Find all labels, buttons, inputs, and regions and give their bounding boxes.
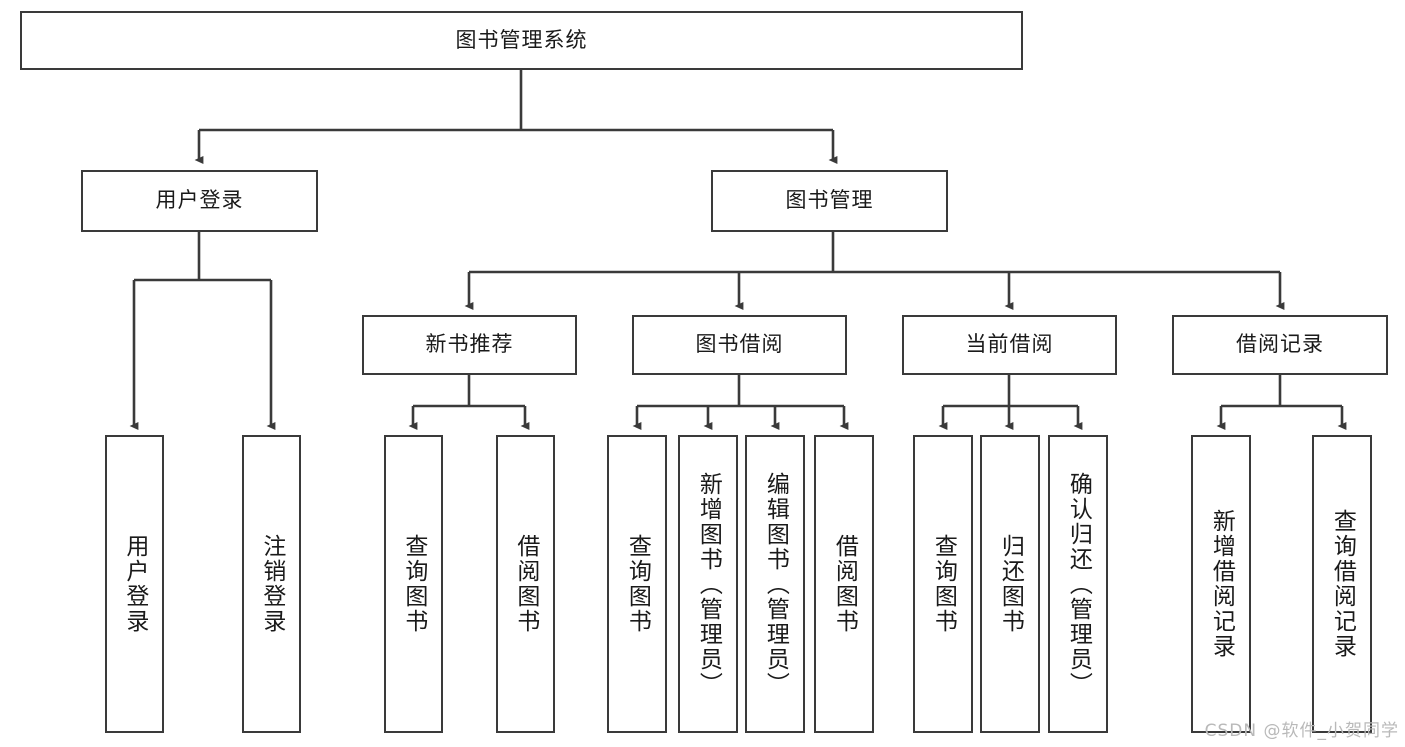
node-label: 借阅图书: [512, 534, 539, 634]
node-label: 借阅图书: [831, 534, 858, 634]
node-book-borrowing[interactable]: 图书借阅: [632, 315, 847, 375]
leaf-query-book-current[interactable]: 查询图书: [913, 435, 973, 733]
leaf-borrow-book-recommendation[interactable]: 借阅图书: [496, 435, 555, 733]
leaf-user-logout[interactable]: 注销登录: [242, 435, 301, 733]
node-label: 当前借阅: [965, 332, 1054, 357]
leaf-add-borrowing-record[interactable]: 新增借阅记录: [1191, 435, 1251, 733]
node-book-management[interactable]: 图书管理: [711, 170, 948, 232]
leaf-query-borrowing-record[interactable]: 查询借阅记录: [1312, 435, 1372, 733]
node-label: 用户登录: [121, 534, 148, 634]
leaf-query-book-recommendation[interactable]: 查询图书: [384, 435, 443, 733]
node-user-login[interactable]: 用户登录: [81, 170, 318, 232]
leaf-confirm-return-admin[interactable]: 确认归还（管理员）: [1048, 435, 1108, 733]
watermark-text: CSDN @软件_小贺同学: [1204, 721, 1399, 741]
node-label: 确认归还（管理员）: [1065, 471, 1092, 697]
node-label: 注销登录: [258, 534, 285, 634]
node-label: 图书管理系统: [455, 27, 588, 52]
node-borrowing-record[interactable]: 借阅记录: [1172, 315, 1388, 375]
node-new-book-recommendation[interactable]: 新书推荐: [362, 315, 577, 375]
node-label: 归还图书: [997, 534, 1024, 634]
leaf-borrow-book-borrowing[interactable]: 借阅图书: [814, 435, 874, 733]
leaf-query-book-borrowing[interactable]: 查询图书: [607, 435, 667, 733]
leaf-return-book[interactable]: 归还图书: [980, 435, 1040, 733]
node-current-borrowing[interactable]: 当前借阅: [902, 315, 1117, 375]
node-label: 查询图书: [400, 534, 427, 634]
node-label: 查询图书: [624, 534, 651, 634]
node-label: 新增图书（管理员）: [695, 471, 722, 697]
leaf-edit-book-admin[interactable]: 编辑图书（管理员）: [745, 435, 805, 733]
node-label: 借阅记录: [1236, 332, 1324, 357]
node-label: 用户登录: [155, 188, 244, 213]
node-label: 新增借阅记录: [1208, 509, 1235, 659]
node-root-book-management-system[interactable]: 图书管理系统: [20, 11, 1023, 70]
node-label: 编辑图书（管理员）: [762, 471, 789, 697]
node-label: 查询借阅记录: [1329, 509, 1356, 659]
node-label: 图书管理: [785, 188, 874, 213]
node-label: 新书推荐: [425, 332, 514, 357]
leaf-add-book-admin[interactable]: 新增图书（管理员）: [678, 435, 738, 733]
leaf-user-login[interactable]: 用户登录: [105, 435, 164, 733]
node-label: 查询图书: [930, 534, 957, 634]
node-label: 图书借阅: [695, 332, 784, 357]
